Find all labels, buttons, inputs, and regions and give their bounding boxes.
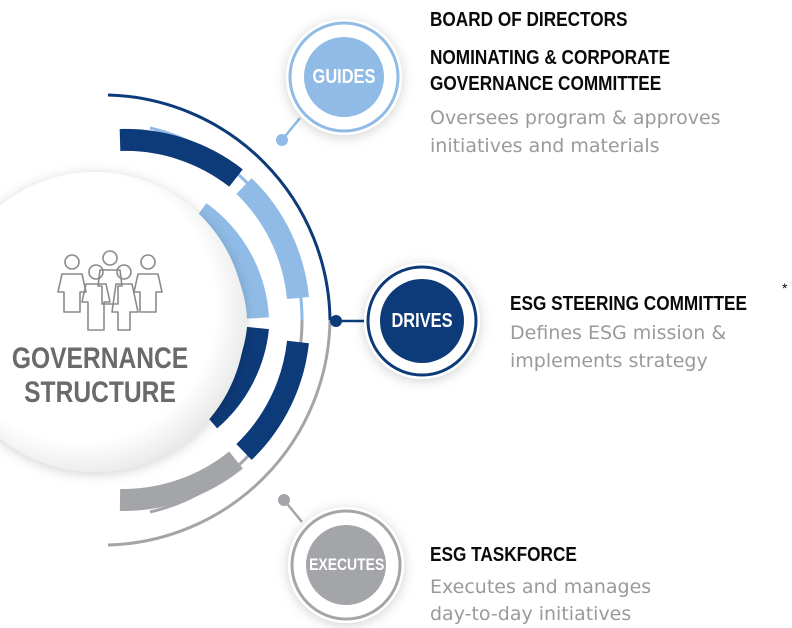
executes-description-1: Executes and manages <box>430 576 652 598</box>
guides-heading-1: BOARD OF DIRECTORS <box>430 9 628 31</box>
inner-segment-lightblue <box>193 203 269 319</box>
drives-description-1: Defines ESG mission & <box>510 322 727 344</box>
center-circle <box>0 172 245 472</box>
ring-segment-gray-bottom <box>119 451 243 512</box>
ring-segment-lightblue-top <box>236 178 309 300</box>
executes-connector-dot <box>278 494 290 506</box>
ring-segment-navy-bottom <box>236 340 309 460</box>
center-title-line1: GOVERNANCE <box>11 342 189 375</box>
guides-heading-2: NOMINATING & CORPORATE <box>430 47 671 69</box>
drives-badge <box>364 263 480 379</box>
inner-segment-navy <box>202 326 269 429</box>
drives-description-2: implements strategy <box>510 350 708 372</box>
drives-badge-label: DRIVES <box>391 310 453 332</box>
center-title-line2: STRUCTURE <box>24 376 176 409</box>
drives-heading: ESG STEERING COMMITTEE <box>510 293 747 315</box>
drives-connector-dot <box>330 315 342 327</box>
footnote-asterisk: * <box>782 280 788 296</box>
guides-connector-dot <box>276 134 288 146</box>
executes-heading: ESG TASKFORCE <box>430 544 577 566</box>
ring-segment-navy-top <box>119 128 243 187</box>
guides-heading-3: GOVERNANCE COMMITTEE <box>430 73 662 95</box>
guides-badge-label: GUIDES <box>312 66 376 88</box>
center-title: GOVERNANCE STRUCTURE <box>2 342 199 410</box>
executes-badge-label: EXECUTES <box>309 555 385 574</box>
executes-badge <box>288 507 404 623</box>
outer-arc-bottom <box>107 319 332 547</box>
guides-description-1: Oversees program & approves <box>430 107 721 129</box>
guides-description-2: initiatives and materials <box>430 135 660 157</box>
executes-description-2: day-to-day initiatives <box>430 603 632 625</box>
outer-arc-top <box>107 93 332 321</box>
guides-badge <box>286 19 402 135</box>
people-group-icon <box>57 250 163 331</box>
